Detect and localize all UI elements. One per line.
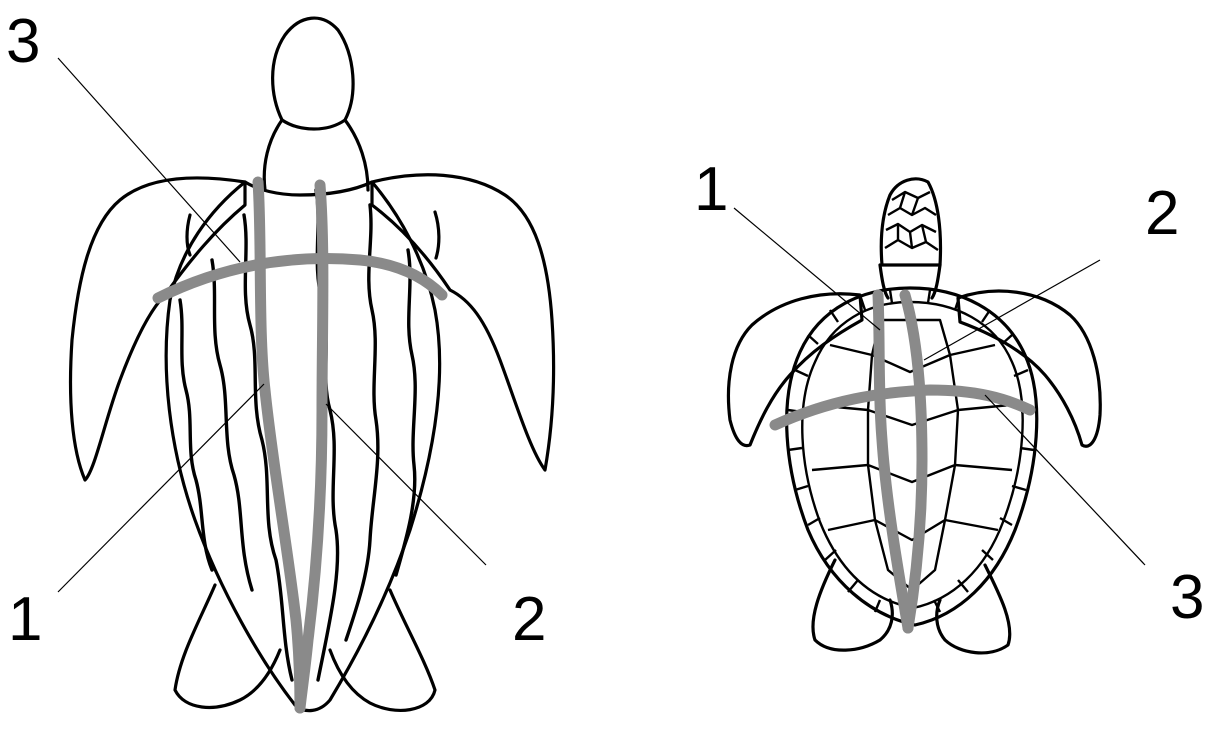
hardshell-head-scales xyxy=(885,192,938,250)
leatherback-label-2: 2 xyxy=(512,585,546,654)
leatherback-flipper-notch-right xyxy=(435,212,439,258)
leatherback-left-hind-flipper xyxy=(175,585,280,707)
hardshell-leader-2 xyxy=(924,260,1100,360)
hardshell-head xyxy=(881,179,940,265)
leatherback-label-1: 1 xyxy=(8,585,42,654)
leatherback-curved-width-line xyxy=(158,259,442,298)
leatherback-left-front-flipper xyxy=(71,178,245,480)
hardshell-leader-3 xyxy=(985,395,1145,565)
leatherback-ridge xyxy=(180,300,212,570)
hardshell-length-line-2 xyxy=(905,295,922,628)
leatherback-leader-3 xyxy=(58,58,240,262)
leatherback-head xyxy=(264,18,368,190)
leatherback-label-3: 3 xyxy=(6,7,40,76)
hardshell-label-3: 3 xyxy=(1170,563,1204,632)
hardshell-label-1: 1 xyxy=(694,155,728,224)
leatherback-right-hind-flipper xyxy=(330,590,435,710)
hardshell-right-hind-flipper xyxy=(937,565,1010,653)
leatherback-turtle: 3 1 2 xyxy=(6,7,554,711)
hardshell-leader-1 xyxy=(734,208,880,330)
hardshell-label-2: 2 xyxy=(1145,179,1179,248)
hardshell-turtle: 1 2 3 xyxy=(694,155,1204,653)
hardshell-length-line-1 xyxy=(878,295,908,628)
leatherback-neck-fold xyxy=(282,120,345,129)
leatherback-ridge xyxy=(346,205,378,640)
leatherback-leader-1 xyxy=(58,384,264,592)
